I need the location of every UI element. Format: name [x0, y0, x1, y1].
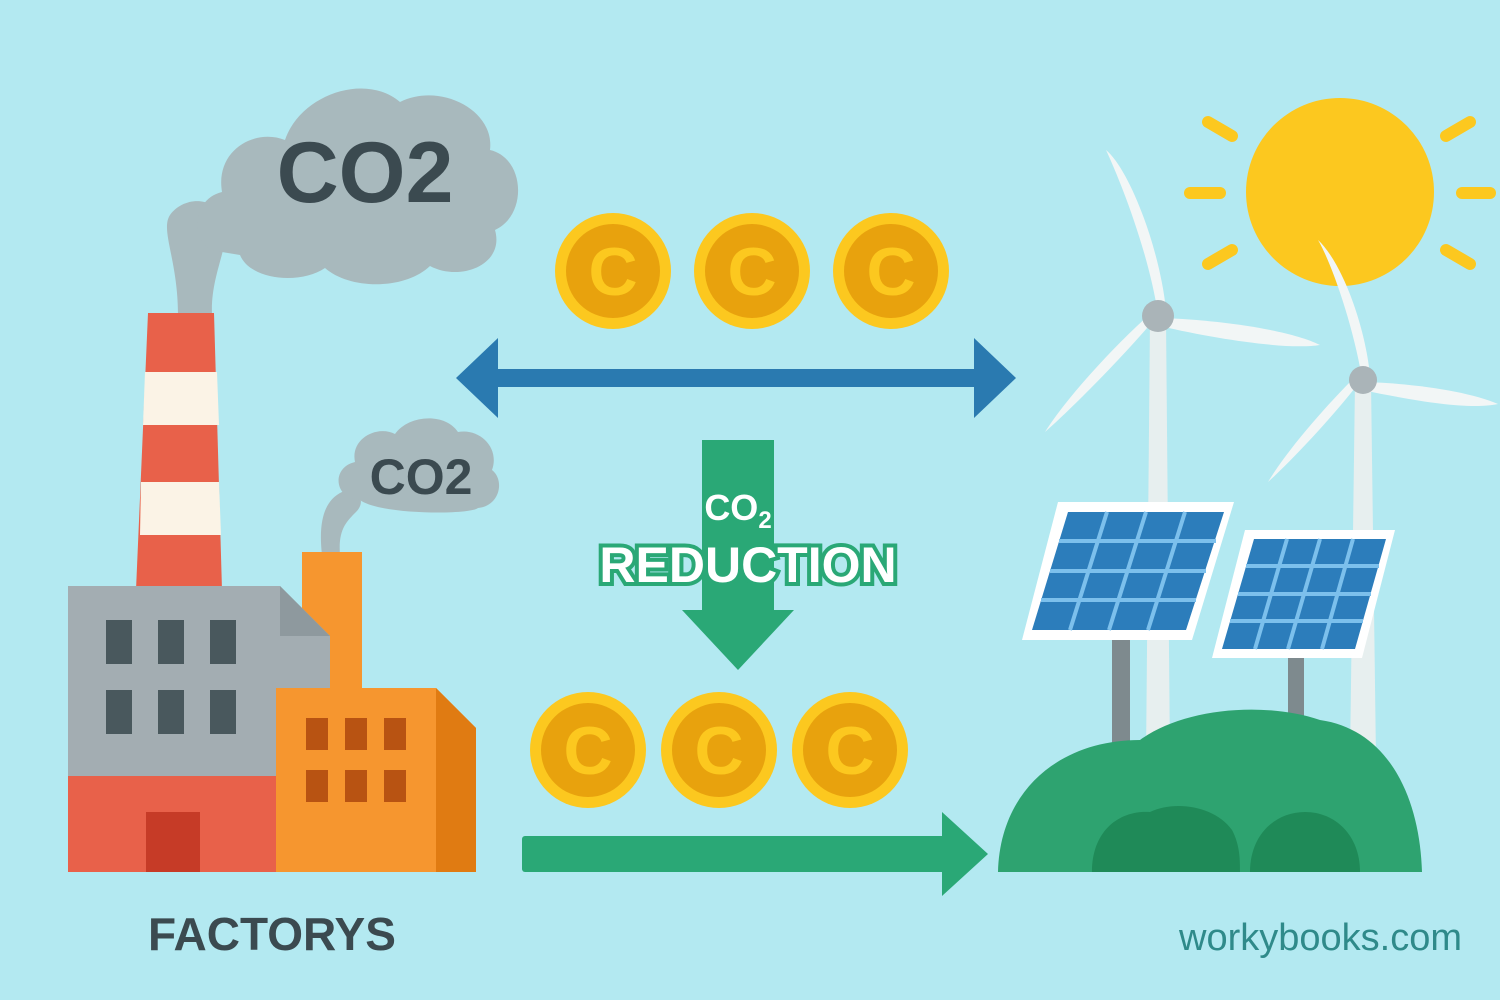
co2-cloud-label-large: CO2	[277, 125, 454, 221]
coin-icon: C	[833, 213, 949, 329]
right-arrow-icon	[522, 812, 988, 896]
solar-panel-icon	[1212, 530, 1395, 762]
co2-reduction-line1: CO2	[704, 487, 771, 534]
double-arrow-icon	[456, 338, 1016, 418]
reduction-label: CO2 REDUCTION	[595, 484, 900, 597]
coin-icon: C	[530, 692, 646, 808]
hill-icon	[998, 709, 1422, 872]
coin-label: C	[588, 234, 637, 310]
co2-reduction-line2: REDUCTION	[599, 537, 896, 593]
coin-icon: C	[792, 692, 908, 808]
coin-label: C	[825, 713, 874, 789]
coin-label: C	[563, 713, 612, 789]
coin-icon: C	[555, 213, 671, 329]
watermark: workybooks.com	[1178, 917, 1462, 959]
smoke-cloud-icon: CO2	[197, 88, 519, 285]
co2-cloud-label-small: CO2	[370, 449, 473, 505]
coin-icon: C	[694, 213, 810, 329]
factory-caption: FACTORYS	[148, 908, 396, 960]
coin-label: C	[694, 713, 743, 789]
down-arrow-icon	[682, 440, 794, 670]
smoke-cloud-icon: CO2	[338, 418, 500, 513]
factory-icon	[68, 201, 476, 872]
coin-icon: C	[661, 692, 777, 808]
coin-label: C	[727, 234, 776, 310]
coin-label: C	[866, 234, 915, 310]
solar-panel-icon	[1022, 502, 1234, 752]
sun-icon	[1184, 98, 1496, 286]
